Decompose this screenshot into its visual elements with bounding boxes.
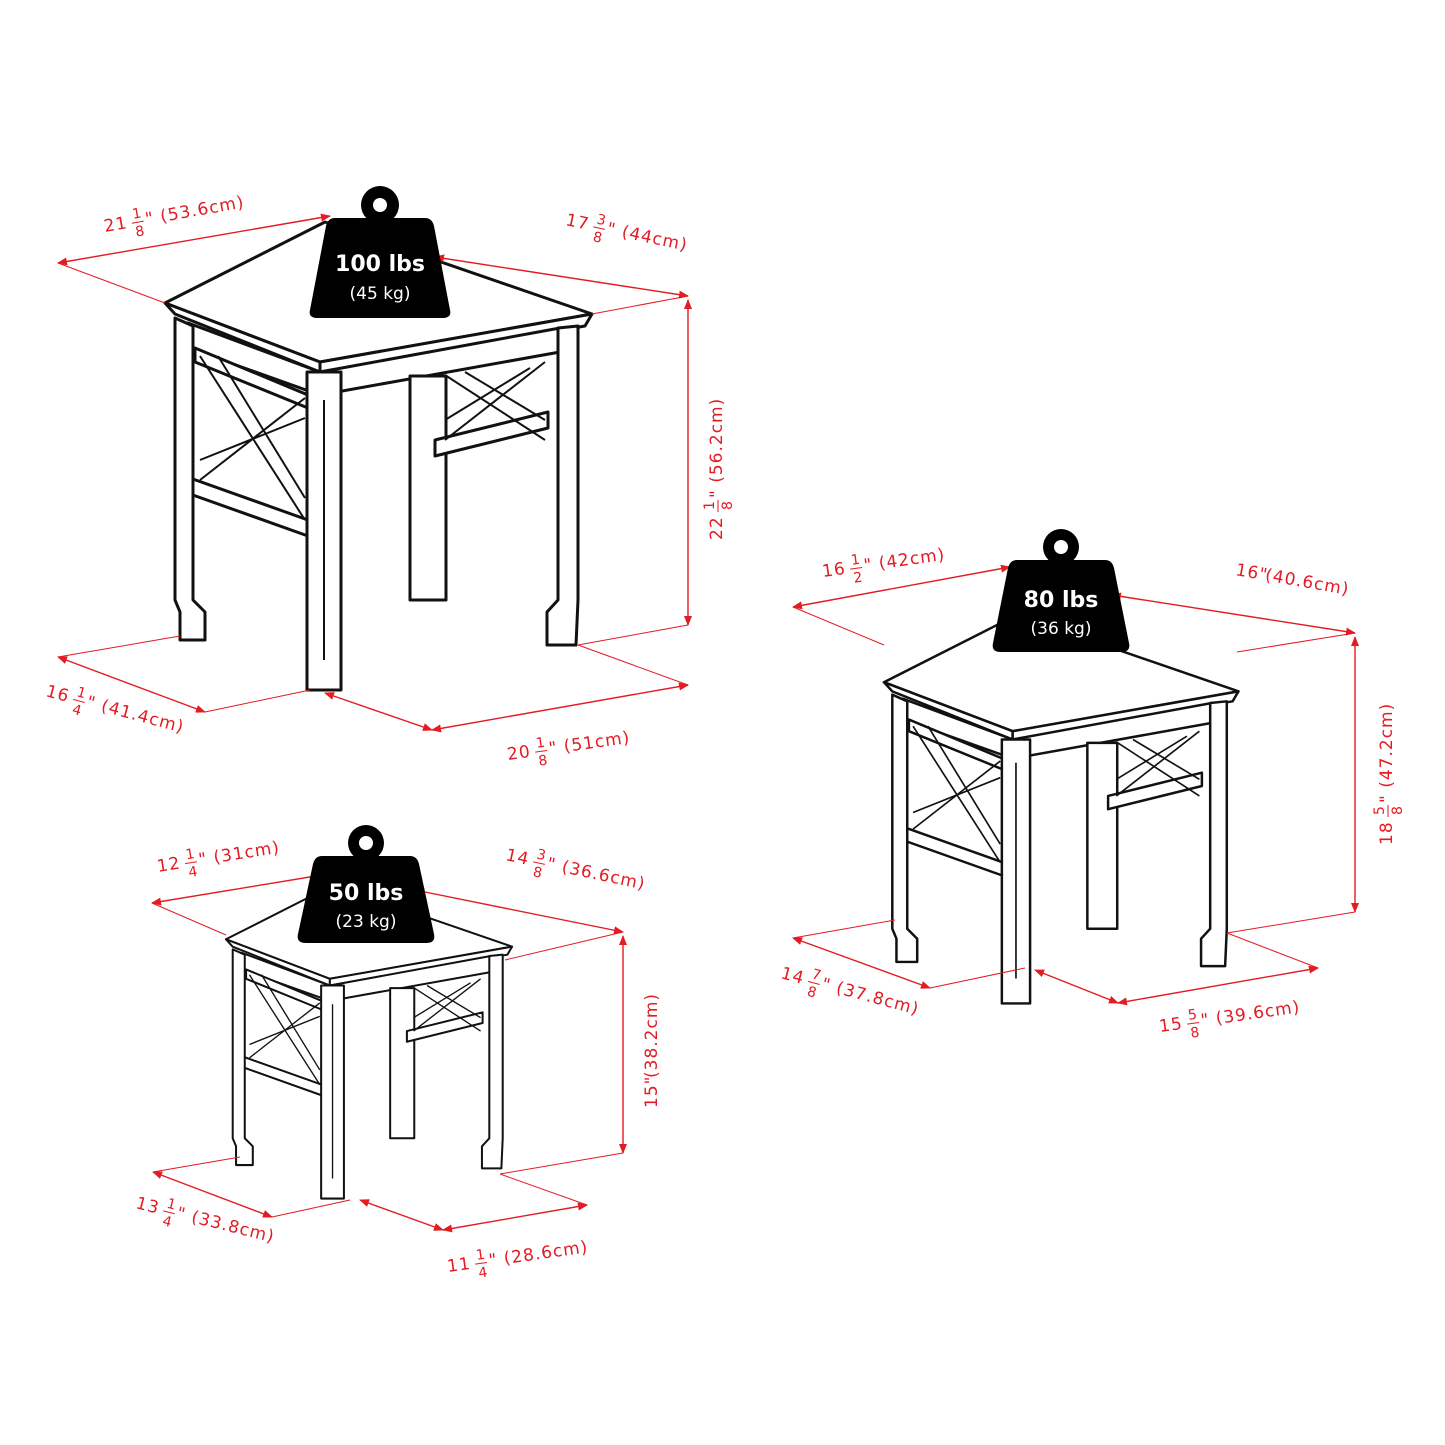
svg-text:8: 8 [720,501,736,510]
svg-text:8: 8 [531,864,543,882]
dim-label-large-bottom-left: 16 1 4 " (41.4cm) [44,682,187,738]
svg-text:1: 1 [850,552,861,569]
svg-text:8: 8 [537,753,548,770]
svg-text:(38.2cm): (38.2cm) [642,993,662,1078]
svg-text:1: 1 [475,1247,486,1264]
dim-line-medium-bottom-left [792,937,931,989]
dim-label-medium-bottom-left: 14 7 8 " (37.8cm) [779,964,922,1020]
svg-text:" (51cm): " (51cm) [548,728,632,759]
svg-text:" (31cm): " (31cm) [197,838,281,871]
dim-line-medium-top-right [1111,592,1356,636]
dim-line-large-bottom-right-b [431,682,689,733]
svg-text:8: 8 [134,223,146,240]
svg-text:1: 1 [131,206,143,223]
svg-text:12: 12 [156,853,182,876]
weight-lbs-large: 100 lbs [335,252,425,277]
svg-text:" (44cm): " (44cm) [605,219,689,256]
dim-line-small-bottom-left [152,1171,273,1218]
svg-text:11: 11 [446,1254,472,1277]
svg-text:3: 3 [595,212,607,230]
svg-text:22: 22 [707,516,727,540]
svg-text:15: 15 [1158,1014,1184,1037]
dim-line-large-top-right [434,254,689,299]
svg-text:8: 8 [805,984,818,1002]
svg-text:17: 17 [564,210,591,234]
dim-line-large-bottom-left [57,656,206,713]
svg-text:16: 16 [44,682,72,707]
svg-text:" (47.2cm): " (47.2cm) [1377,703,1397,803]
svg-text:" (28.6cm): " (28.6cm) [488,1237,590,1271]
dim-label-medium-height: 18 5 8 " (47.2cm) [1372,703,1406,845]
svg-text:21: 21 [102,213,129,237]
svg-text:8: 8 [591,229,603,247]
svg-text:1: 1 [165,1196,178,1214]
dim-label-small-bottom-right: 11 1 4 " (28.6cm) [446,1237,590,1282]
dim-line-large-bottom-right-a [324,692,433,731]
dim-label-small-bottom-left: 13 1 4 " (33.8cm) [134,1193,277,1248]
svg-text:(40.6cm): (40.6cm) [1264,565,1351,599]
svg-text:20: 20 [506,742,532,765]
svg-text:" (39.6cm): " (39.6cm) [1200,997,1302,1031]
weight-lbs-medium: 80 lbs [1024,588,1099,613]
svg-text:13: 13 [134,1193,162,1218]
svg-text:1: 1 [75,684,88,702]
svg-text:14: 14 [504,845,531,869]
dim-line-small-top-left [151,872,323,906]
svg-text:5: 5 [1187,1007,1198,1024]
dim-label-large-height: 22 1 8 " (56.2cm) [702,398,736,540]
dim-line-medium-top-left [792,564,1011,610]
svg-text:4: 4 [187,864,198,881]
dim-label-small-top-right: 14 3 8 " (36.6cm) [504,845,647,894]
table-medium: 16 1 2 " (42cm) 16" (40.6cm) 18 5 8 " (4… [779,529,1406,1042]
weight-icon-medium: 80 lbs (36 kg) [992,529,1130,652]
svg-text:1: 1 [702,501,718,510]
dim-line-large-top-left [57,213,331,266]
table-large: 21 1 8 " (53.6cm) 17 3 8 " (44cm) 22 1 8… [44,186,736,770]
svg-text:4: 4 [161,1213,174,1231]
svg-text:16: 16 [821,559,847,582]
svg-text:7: 7 [810,966,823,984]
weight-kg-medium: (36 kg) [1031,619,1092,639]
svg-text:4: 4 [477,1265,488,1282]
weight-kg-small: (23 kg) [336,912,397,932]
svg-text:" (53.6cm): " (53.6cm) [144,193,246,230]
svg-text:1: 1 [185,846,196,863]
dim-label-small-height: 15" (38.2cm) [642,993,662,1108]
svg-text:" (37.8cm): " (37.8cm) [819,974,921,1019]
dim-line-small-bottom-right-b [442,1202,588,1233]
dim-line-small-top-right [414,887,624,935]
svg-text:" (42cm): " (42cm) [863,545,947,576]
weight-lbs-small: 50 lbs [329,881,404,906]
dim-line-small-bottom-right-a [359,1199,444,1231]
svg-text:3: 3 [535,847,547,865]
dim-label-large-bottom-right: 20 1 8 " (51cm) [506,728,632,770]
dim-label-small-top-left: 12 1 4 " (31cm) [156,838,282,881]
svg-text:18: 18 [1377,821,1397,845]
dim-label-medium-top-left: 16 1 2 " (42cm) [821,545,947,587]
svg-text:4: 4 [70,702,83,720]
table-medium-drawing [882,613,1240,1005]
svg-text:" (33.8cm): " (33.8cm) [175,1204,277,1248]
dim-line-medium-bottom-right-b [1117,965,1319,1006]
svg-text:14: 14 [779,964,807,989]
weight-icon-large: 100 lbs (45 kg) [309,186,451,318]
dim-label-large-top-left: 21 1 8 " (53.6cm) [102,193,246,241]
svg-text:2: 2 [852,570,863,587]
svg-text:15": 15" [642,1076,662,1108]
svg-text:8: 8 [1390,806,1406,815]
svg-text:8: 8 [1189,1025,1200,1042]
table-small: 12 1 4 " (31cm) 14 3 8 " (36.6cm) 15" (3… [134,825,662,1282]
dim-label-medium-bottom-right: 15 5 8 " (39.6cm) [1158,997,1302,1042]
svg-text:5: 5 [1372,806,1388,815]
svg-text:" (56.2cm): " (56.2cm) [707,398,727,498]
dim-label-large-top-right: 17 3 8 " (44cm) [564,210,689,256]
weight-icon-small: 50 lbs (23 kg) [297,825,435,943]
svg-text:1: 1 [535,735,546,752]
dim-label-medium-top-right: 16" (40.6cm) [1234,560,1351,600]
svg-text:" (36.6cm): " (36.6cm) [545,854,647,894]
weight-kg-large: (45 kg) [350,284,411,304]
dim-line-medium-bottom-right-a [1034,969,1119,1004]
